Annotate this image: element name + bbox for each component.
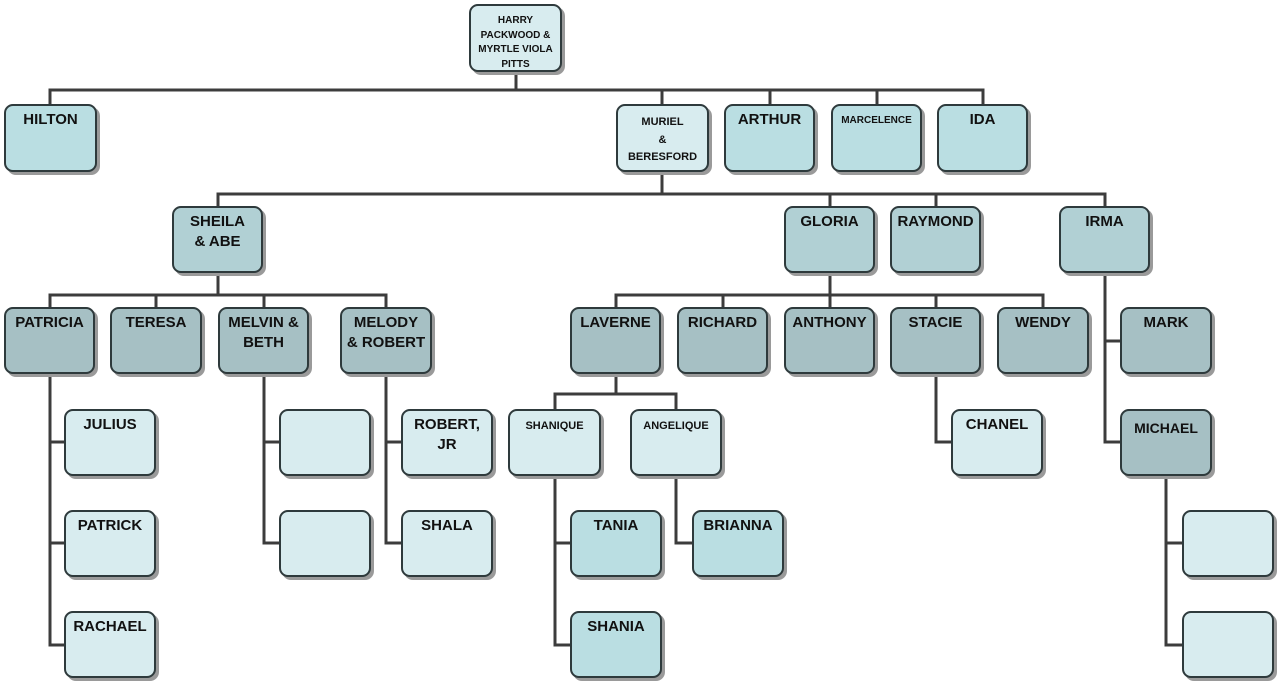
node-muriel: MURIEL & BERESFORD bbox=[616, 104, 709, 172]
node-patricia: PATRICIA bbox=[4, 307, 95, 374]
node-raymond: RAYMOND bbox=[890, 206, 981, 273]
node-laverne: LAVERNE bbox=[570, 307, 661, 374]
node-chanel: CHANEL bbox=[951, 409, 1043, 476]
node-teresa: TERESA bbox=[110, 307, 202, 374]
node-wendy: WENDY bbox=[997, 307, 1089, 374]
node-gloria: GLORIA bbox=[784, 206, 875, 273]
node-tania: TANIA bbox=[570, 510, 662, 577]
node-michael-child-2 bbox=[1182, 611, 1274, 678]
node-robert-jr: ROBERT, JR bbox=[401, 409, 493, 476]
node-michael: MICHAEL bbox=[1120, 409, 1212, 476]
node-richard: RICHARD bbox=[677, 307, 768, 374]
node-anthony: ANTHONY bbox=[784, 307, 875, 374]
node-shania: SHANIA bbox=[570, 611, 662, 678]
node-rachael: RACHAEL bbox=[64, 611, 156, 678]
node-shanique: SHANIQUE bbox=[508, 409, 601, 476]
node-melvin-child-2 bbox=[279, 510, 371, 577]
node-brianna: BRIANNA bbox=[692, 510, 784, 577]
node-hilton: HILTON bbox=[4, 104, 97, 172]
node-sheila: SHEILA & ABE bbox=[172, 206, 263, 273]
node-angelique: ANGELIQUE bbox=[630, 409, 722, 476]
node-stacie: STACIE bbox=[890, 307, 981, 374]
node-patrick: PATRICK bbox=[64, 510, 156, 577]
node-root: HARRY PACKWOOD & MYRTLE VIOLA PITTS bbox=[469, 4, 562, 72]
node-shala: SHALA bbox=[401, 510, 493, 577]
node-arthur: ARTHUR bbox=[724, 104, 815, 172]
node-melvin: MELVIN & BETH bbox=[218, 307, 309, 374]
node-melody: MELODY & ROBERT bbox=[340, 307, 432, 374]
node-ida: IDA bbox=[937, 104, 1028, 172]
node-marcelence: MARCELENCE bbox=[831, 104, 922, 172]
node-mark: MARK bbox=[1120, 307, 1212, 374]
node-irma: IRMA bbox=[1059, 206, 1150, 273]
node-michael-child-1 bbox=[1182, 510, 1274, 577]
node-melvin-child-1 bbox=[279, 409, 371, 476]
node-julius: JULIUS bbox=[64, 409, 156, 476]
